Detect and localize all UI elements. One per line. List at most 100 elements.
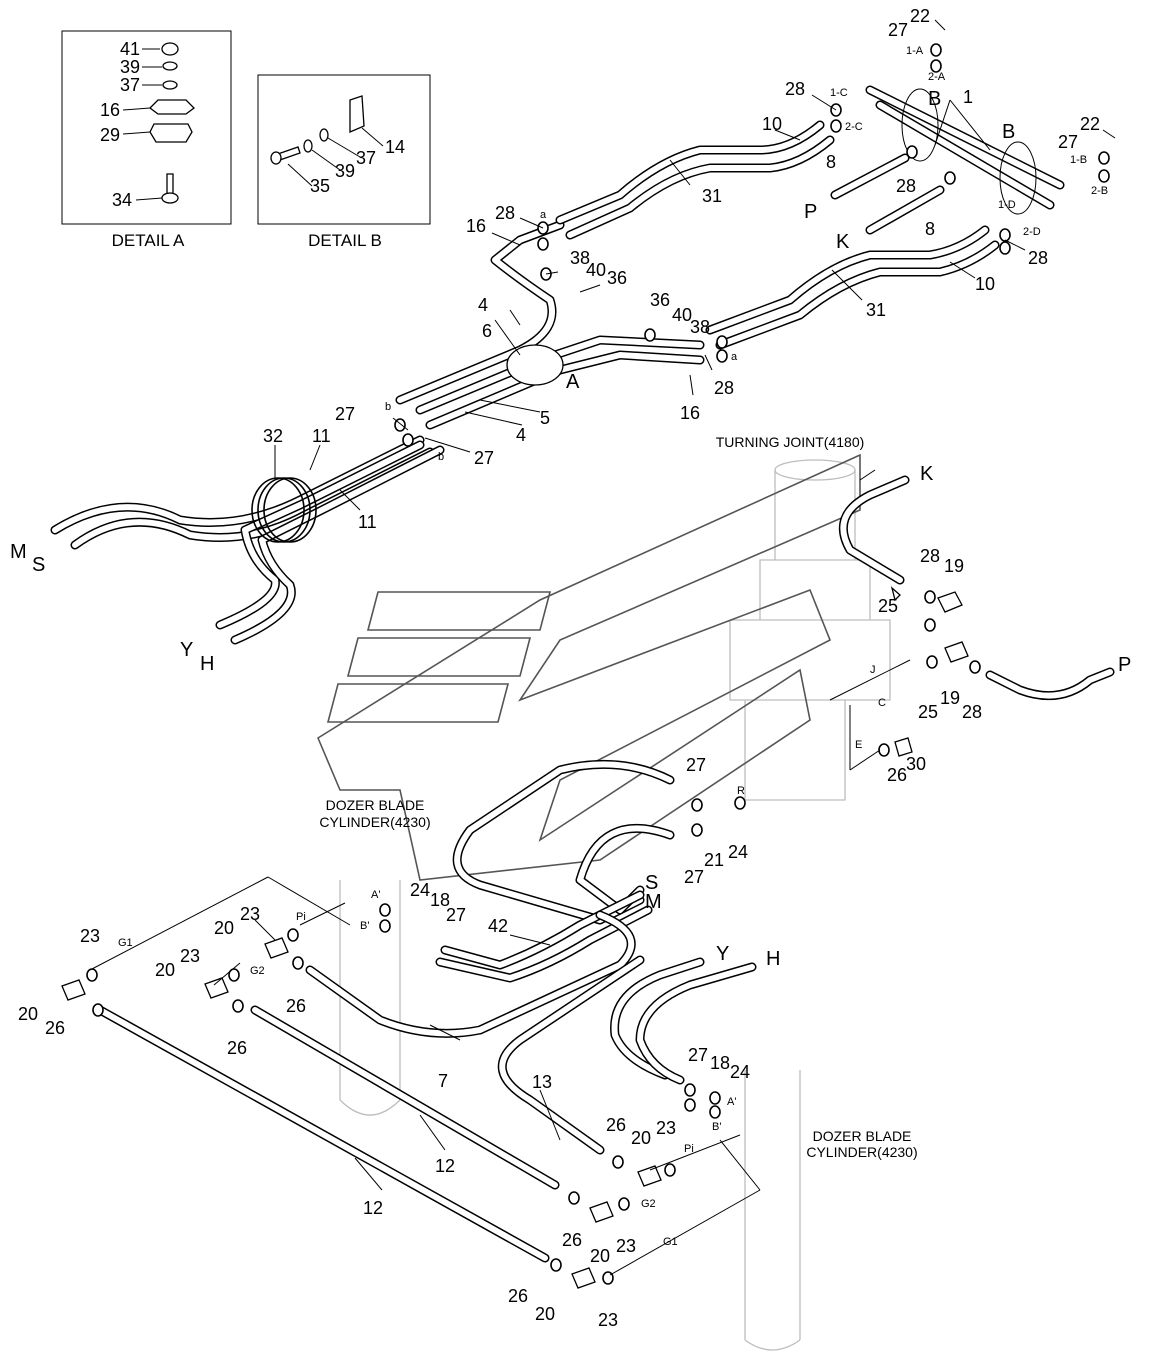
detail-b-frame [257,74,431,225]
callout-18a: 18 [430,890,450,910]
label-b1: b [385,401,391,413]
callout-23b: 23 [180,946,200,966]
callout-22b: 22 [1080,114,1100,134]
clamp-32 [251,477,317,543]
turning-joint-label: TURNING JOINT(4180) [716,434,865,450]
callout-30: 30 [906,754,926,774]
callout-16: 16 [100,100,120,120]
callout-24c: 24 [730,1062,750,1082]
bolt-34-head [161,192,179,204]
callout-20d: 20 [631,1128,651,1148]
detail-b-title: DETAIL B [308,231,382,250]
clamp-29 [149,123,193,143]
plug-30 [894,737,913,757]
callout-5: 5 [540,408,550,428]
callout-37: 37 [120,75,140,95]
leader-39b [311,149,341,171]
dozer-blade-right-line1: DOZER BLADE [813,1128,912,1144]
label-2a: 2-A [928,71,946,83]
detail-b-marker-2 [999,141,1037,215]
leader-34 [135,197,163,201]
callout-27c: 27 [335,404,355,424]
callout-27g: 27 [446,905,466,925]
label-1d: 1-D [998,199,1016,211]
logo-bar-2 [346,637,532,677]
logo-bar-3 [326,683,510,723]
turning-joint-ghost [729,459,891,801]
callout-8b: 8 [925,219,935,239]
elbow-20a [264,937,289,959]
washer-37 [162,80,178,90]
port-b-1: B [928,88,941,110]
callout-4b: 4 [516,425,526,445]
callout-37b: 37 [356,148,376,168]
port-k-right: K [920,463,934,485]
callout-16a: 16 [466,216,486,236]
label-bprime-1: B' [360,920,369,932]
port-y-left: Y [180,639,193,661]
callout-27h: 27 [688,1045,708,1065]
callout-38a: 38 [570,248,590,268]
callout-29: 29 [100,125,120,145]
elbow-20b [204,977,229,999]
callout-22a: 22 [910,6,930,26]
watermark-logo [316,453,861,881]
dozer-blade-left-line1: DOZER BLADE [326,797,425,813]
callout-26d: 26 [227,1038,247,1058]
callout-31a: 31 [702,186,722,206]
logo-wing [316,453,861,881]
callout-26g: 26 [508,1286,528,1306]
port-s-mid: S [645,872,658,894]
label-pi-1: Pi [296,911,306,923]
label-2b: 2-B [1091,185,1108,197]
callout-11a: 11 [312,426,331,446]
port-p-top: P [804,201,817,223]
label-c: C [878,697,886,709]
label-pi-2: Pi [684,1143,694,1155]
callout-24b: 24 [410,880,430,900]
dozer-blade-right-line2: CYLINDER(4230) [806,1144,917,1160]
bolt-34 [166,173,174,195]
turning-joint-top [774,459,856,481]
callout-28g: 28 [962,702,982,722]
callout-10b: 10 [975,274,995,294]
cylinder-right-body [744,1070,801,1351]
label-1a: 1-A [906,45,924,57]
callout-19b: 19 [940,688,960,708]
port-p-right: P [1118,654,1131,676]
elbow-20c [61,979,86,1001]
label-g2-2: G2 [641,1198,656,1210]
callout-31b: 31 [866,300,886,320]
detail-b: 14 35 39 37 DETAIL B [257,74,431,250]
port-b-2: B [1002,121,1015,143]
port-m-left: M [10,541,27,563]
callout-38b: 38 [690,317,710,337]
callout-27b: 27 [1058,132,1078,152]
detail-a-marker [506,344,564,386]
callout-39b: 39 [335,161,355,181]
callout-27a: 27 [888,20,908,40]
leader-16 [122,107,151,111]
callout-23f: 23 [598,1310,618,1330]
label-e: E [855,739,862,751]
callout-35: 35 [310,176,330,196]
elbow-19b [944,641,969,663]
nut-41 [161,42,179,56]
detail-a-frame [61,30,232,225]
callout-28a: 28 [785,79,805,99]
detail-a-title: DETAIL A [112,231,185,250]
callout-24a: 24 [728,842,748,862]
callout-1: 1 [963,87,973,107]
label-1c: 1-C [830,87,848,99]
callout-25b: 25 [918,702,938,722]
callout-39: 39 [120,57,140,77]
washer-39b [303,139,313,153]
logo-bar-1 [366,591,552,631]
callout-23d: 23 [656,1118,676,1138]
callout-21: 21 [704,850,724,870]
label-b2: b [438,451,444,463]
callout-23a: 23 [240,904,260,924]
callout-20c: 20 [18,1004,38,1024]
callout-4a: 4 [478,295,488,315]
hose-7 [305,910,636,1038]
